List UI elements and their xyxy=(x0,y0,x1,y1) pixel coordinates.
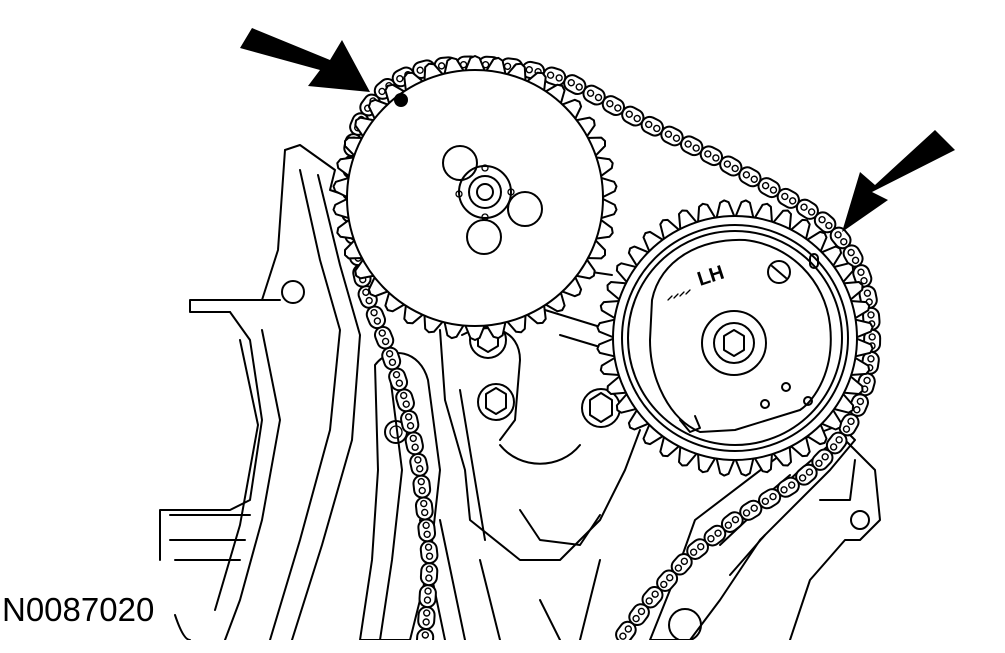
chain-link xyxy=(419,562,439,587)
right-timing-mark-slot xyxy=(809,253,819,269)
arrow-left-timing-mark xyxy=(240,28,370,92)
chain-link xyxy=(415,628,435,640)
chain-link xyxy=(412,474,432,499)
left-camshaft-sprocket xyxy=(332,55,618,341)
chain-link xyxy=(660,125,684,147)
chain-link xyxy=(738,166,762,188)
chain-link xyxy=(419,540,439,565)
chain-link xyxy=(628,603,650,626)
chain-link xyxy=(686,538,709,560)
arrow-right-timing-mark xyxy=(842,130,955,232)
chain-link xyxy=(776,187,800,209)
chain-link xyxy=(601,95,626,117)
chain-link xyxy=(640,115,664,137)
chain-link xyxy=(381,346,402,371)
chain-link xyxy=(417,518,437,543)
chain-link xyxy=(615,620,637,640)
chain-link xyxy=(418,584,437,609)
chain-link xyxy=(795,463,818,486)
chain-link xyxy=(395,388,415,413)
chain-link xyxy=(414,496,434,521)
chain-link xyxy=(417,606,436,630)
chain-link xyxy=(680,135,704,157)
chain-link xyxy=(409,452,429,477)
left-timing-mark-dot xyxy=(394,93,408,107)
chain-link xyxy=(813,211,837,234)
chain-link xyxy=(720,511,744,533)
chain-link xyxy=(621,105,645,127)
chain-link xyxy=(739,499,763,521)
figure-id-label: N0087020 xyxy=(2,591,155,628)
chain-link xyxy=(757,177,781,199)
right-camshaft-sprocket: LH xyxy=(596,199,874,477)
chain-link xyxy=(373,325,395,350)
chain-link xyxy=(699,145,724,167)
